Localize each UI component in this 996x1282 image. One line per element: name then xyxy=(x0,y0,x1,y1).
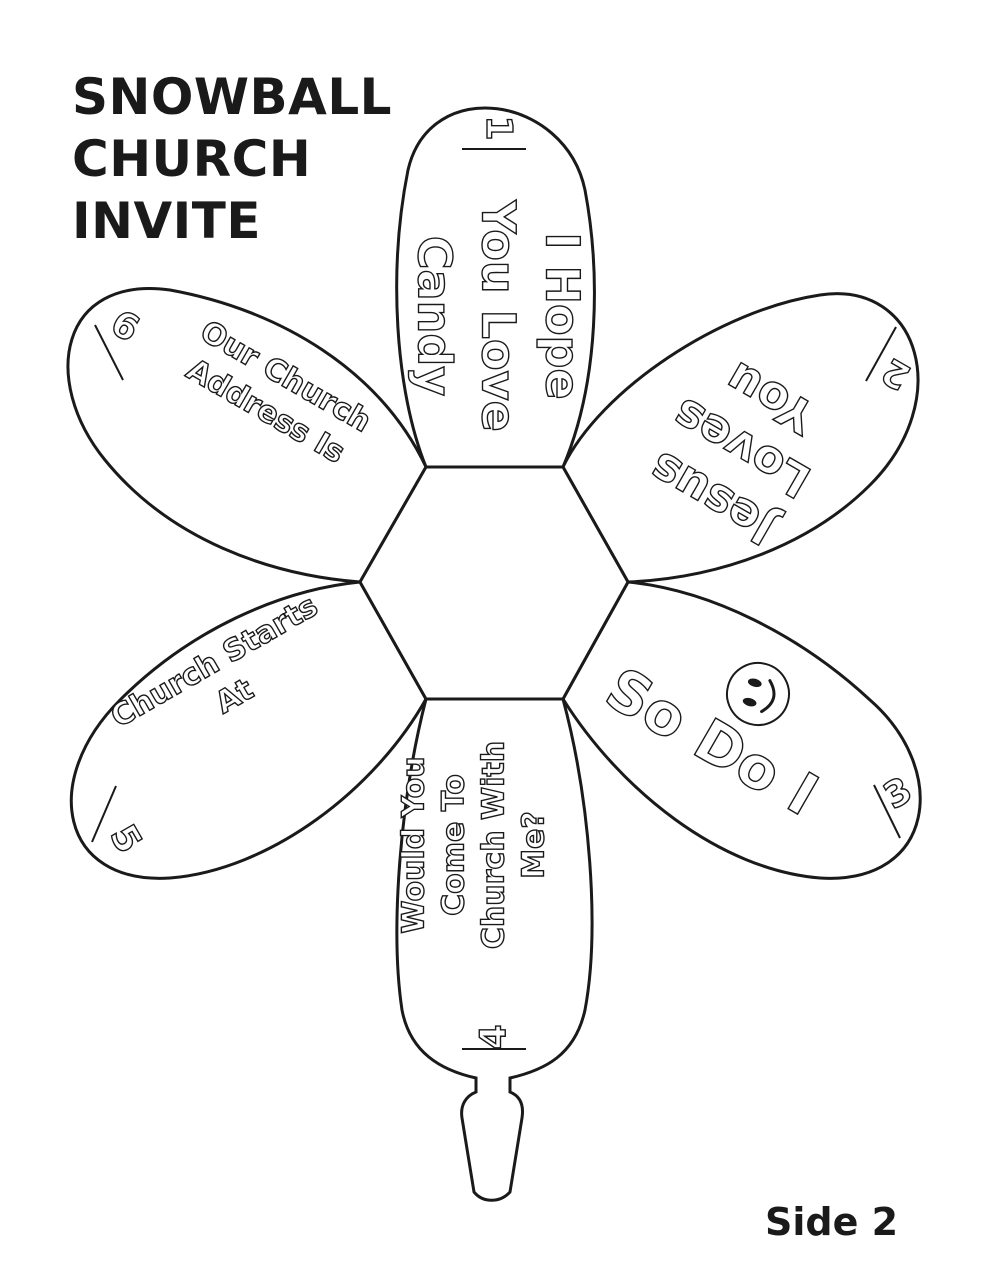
petal-1-line-3: Candy xyxy=(408,236,462,396)
petal-4-message: Would You Come To Church With Me? xyxy=(396,740,552,950)
petal-3: 3 So Do I xyxy=(561,580,922,880)
title-line-3: INVITE xyxy=(72,192,262,250)
smiley-face-icon xyxy=(726,662,790,726)
petal-1: 1 I Hope You Love Candy xyxy=(395,106,596,469)
petal-4-line-1: Would You xyxy=(397,756,432,933)
petal-6: 6 Our Church Address Is xyxy=(66,287,428,584)
center-hexagon xyxy=(358,465,630,701)
petal-5: 5 Church Starts At xyxy=(69,580,428,880)
petal-4-line-2: Come To xyxy=(437,774,472,916)
title-line-1: SNOWBALL xyxy=(72,68,393,126)
petal-4-number: 4 xyxy=(473,1024,514,1049)
petal-1-line-1: I Hope xyxy=(536,232,590,399)
petal-1-line-2: You Love xyxy=(472,199,526,432)
petal-1-number: 1 xyxy=(478,115,519,140)
petal-1-message: I Hope You Love Candy xyxy=(407,199,590,433)
petal-4: 4 Would You Come To Church With Me? xyxy=(395,697,594,1202)
petal-2: 2 Jesus Loves You xyxy=(561,292,920,584)
petal-4-line-4: Me? xyxy=(517,811,552,879)
page-title: SNOWBALL CHURCH INVITE xyxy=(72,66,392,252)
title-line-2: CHURCH xyxy=(72,130,312,188)
side-label: Side 2 xyxy=(765,1200,899,1244)
petal-4-line-3: Church With xyxy=(477,741,512,949)
